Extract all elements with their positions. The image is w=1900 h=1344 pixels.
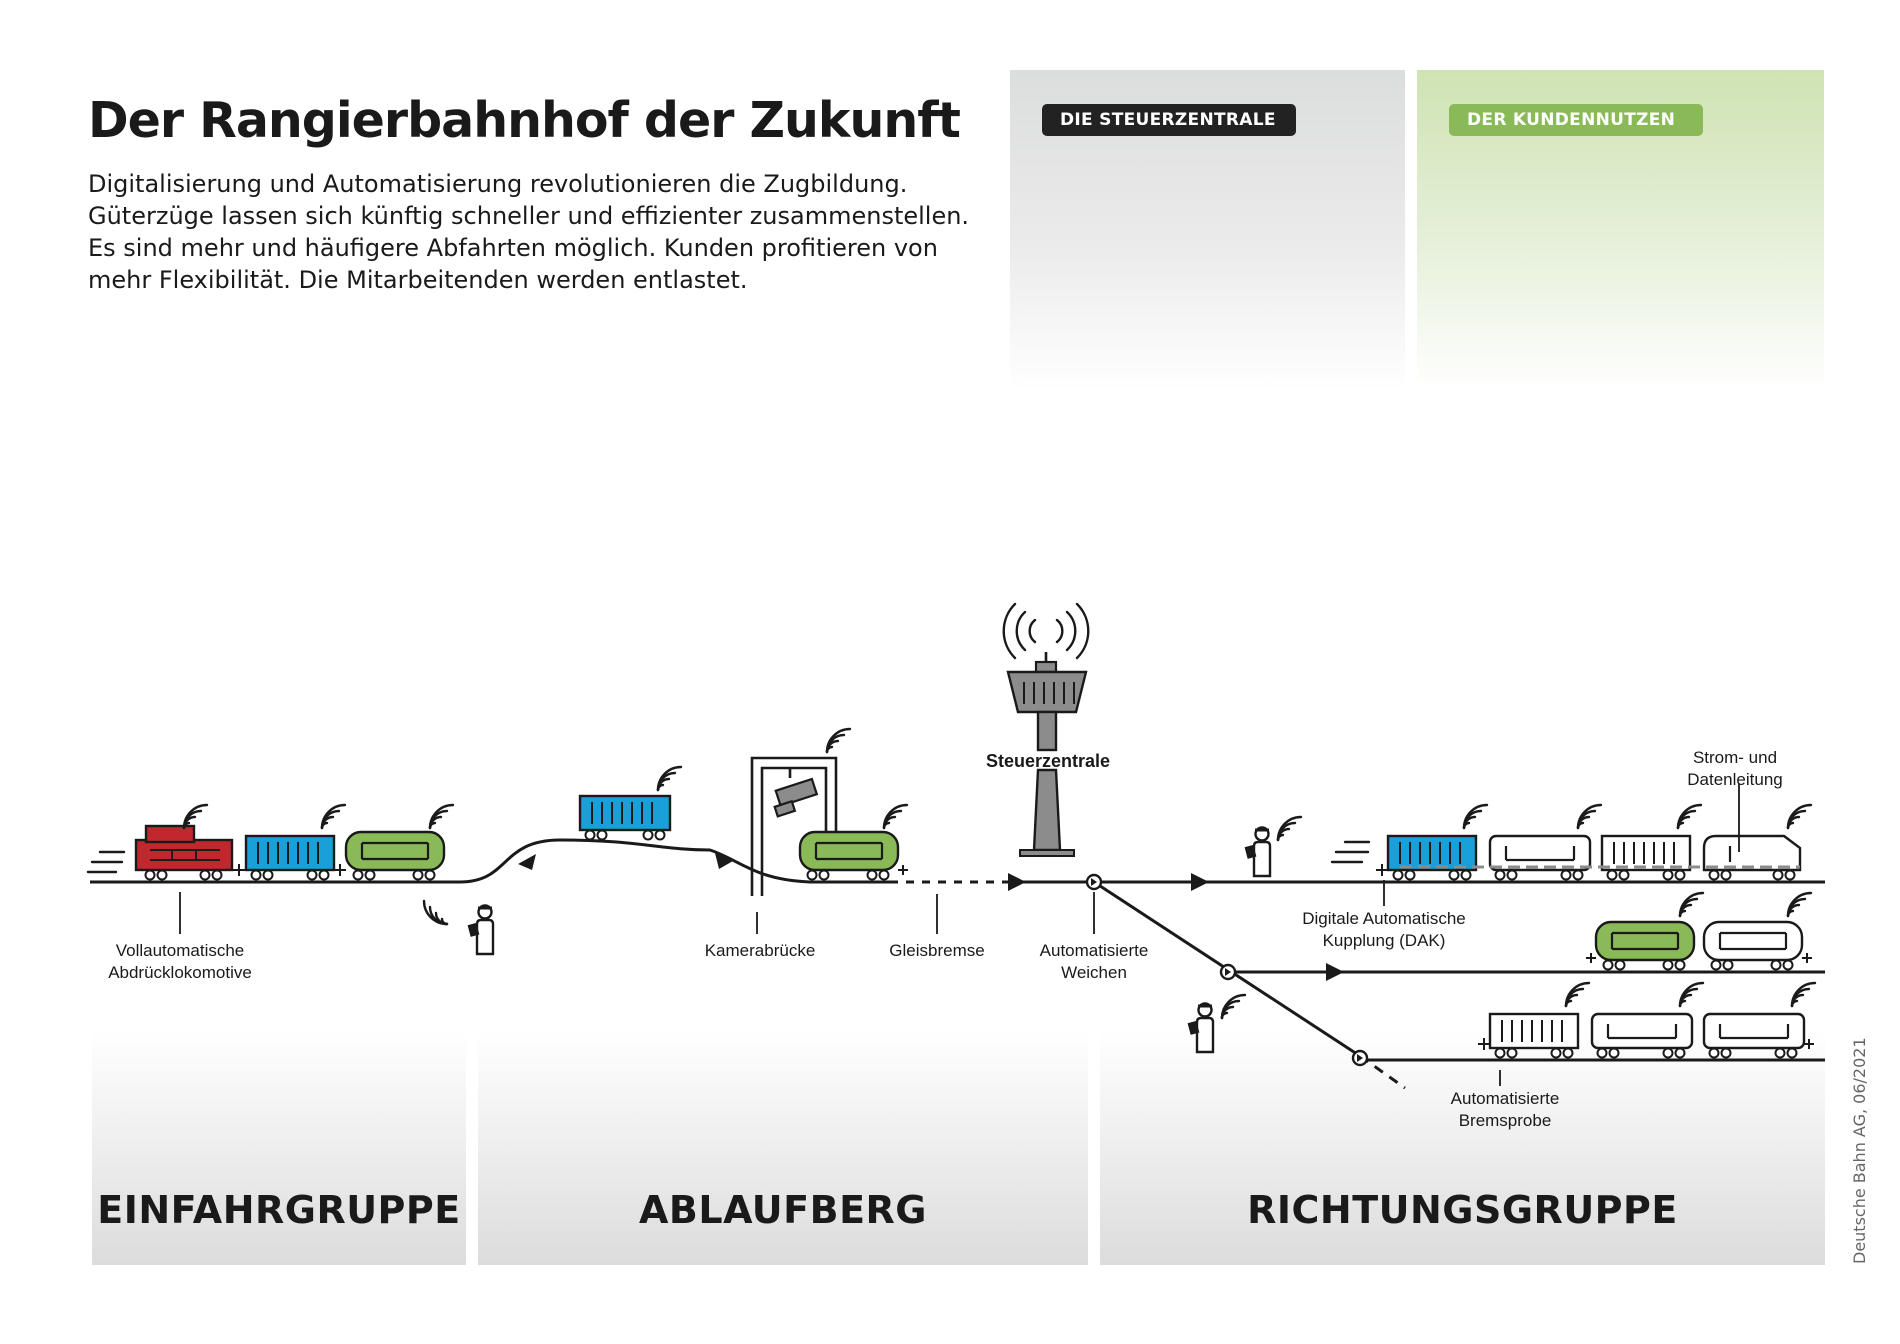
label-gleisbremse: Gleisbremse xyxy=(889,941,984,960)
wireless-signal-icon xyxy=(1678,981,1705,1008)
wireless-signal-icon xyxy=(656,765,683,792)
intro-line: Digitalisierung und Automatisierung revo… xyxy=(88,170,908,198)
page-title: Der Rangierbahnhof der Zukunft xyxy=(88,92,961,149)
label-weichen-line1: Automatisierte xyxy=(1040,941,1149,960)
label-kupplung-line1: Digitale Automatische xyxy=(1302,909,1465,928)
container-wagon-white[interactable] xyxy=(1488,1012,1580,1059)
tank-wagon-green[interactable] xyxy=(1594,920,1696,971)
label-kupplung-line2: Kupplung (DAK) xyxy=(1323,931,1446,950)
wireless-signal-icon xyxy=(1276,815,1303,842)
credit-text: Deutsche Bahn AG, 06/2021 xyxy=(1850,1037,1869,1264)
container-wagon-blue[interactable] xyxy=(244,834,336,881)
leader-lines xyxy=(179,784,1740,1086)
wireless-signal-icon xyxy=(1564,981,1591,1008)
steuerzentrale-panel: DIE STEUERZENTRALE xyxy=(1010,70,1405,390)
direction-arrow xyxy=(518,854,536,870)
worker-icon xyxy=(1243,826,1272,878)
zone-label-einfahrgruppe: EINFAHRGRUPPE xyxy=(97,1188,461,1232)
worker-icon xyxy=(1186,1002,1215,1054)
label-bremsprobe-line2: Bremsprobe xyxy=(1459,1111,1552,1130)
zone-richtungsgruppe: RICHTUNGSGRUPPE xyxy=(1100,1030,1825,1265)
broadcast-signal-icon xyxy=(1002,602,1090,660)
direction-arrow xyxy=(1191,873,1209,891)
camera-icon xyxy=(773,777,819,818)
camera-bridge[interactable] xyxy=(750,756,838,896)
switch-point-icon[interactable] xyxy=(1085,873,1103,891)
wireless-signal-icon xyxy=(1786,891,1813,918)
wireless-signal-icon xyxy=(882,803,909,830)
wireless-signal-icon xyxy=(1576,803,1603,830)
tank-wagon-white[interactable] xyxy=(1702,920,1804,971)
zone-einfahrgruppe: EINFAHRGRUPPE xyxy=(92,1030,466,1265)
intro-line: Güterzüge lassen sich künftig schneller … xyxy=(88,202,970,230)
switch-point-icon[interactable] xyxy=(1219,963,1237,981)
label-weichen-line2: Weichen xyxy=(1061,963,1127,982)
wireless-signal-icon xyxy=(1790,981,1817,1008)
kundennutzen-badge[interactable]: DER KUNDENNUTZEN xyxy=(1449,104,1703,136)
kundennutzen-panel: DER KUNDENNUTZEN xyxy=(1417,70,1824,390)
wireless-signal-icon xyxy=(320,803,347,830)
control-tower[interactable] xyxy=(1006,652,1088,857)
wireless-signal-icon xyxy=(182,803,209,830)
switch-point-icon[interactable] xyxy=(1351,1049,1369,1067)
flat-wagon-white[interactable] xyxy=(1590,1012,1694,1059)
tank-wagon-green[interactable] xyxy=(798,830,900,881)
label-lokomotive-line2: Abdrücklokomotive xyxy=(108,963,252,982)
intro-line: Es sind mehr und häufigere Abfahrten mög… xyxy=(88,234,938,262)
container-wagon-white[interactable] xyxy=(1600,834,1692,881)
worker-icon xyxy=(466,904,495,956)
direction-arrow xyxy=(715,853,733,869)
wireless-signal-icon xyxy=(1676,803,1703,830)
locomotive-red[interactable] xyxy=(134,824,234,881)
wireless-signal-icon xyxy=(1462,803,1489,830)
direction-arrow xyxy=(1326,963,1344,981)
tank-wagon-green[interactable] xyxy=(344,830,446,881)
wireless-signal-icon xyxy=(422,899,449,926)
label-stromleitung-line2: Datenleitung xyxy=(1687,770,1782,789)
direction-arrow xyxy=(1008,873,1026,891)
wireless-signal-icon xyxy=(1678,891,1705,918)
steuerzentrale-badge[interactable]: DIE STEUERZENTRALE xyxy=(1042,104,1296,136)
intro-line: mehr Flexibilität. Die Mitarbeitenden we… xyxy=(88,266,748,294)
motion-lines-icon xyxy=(86,840,1371,874)
wireless-signal-icon xyxy=(1786,803,1813,830)
label-kamerabruecke: Kamerabrücke xyxy=(705,941,816,960)
zone-label-richtungsgruppe: RICHTUNGSGRUPPE xyxy=(1247,1188,1678,1232)
label-stromleitung-line1: Strom- und xyxy=(1693,748,1777,767)
container-wagon-blue[interactable] xyxy=(578,794,672,841)
zone-ablaufberg: ABLAUFBERG xyxy=(478,1030,1088,1265)
label-bremsprobe-line1: Automatisierte xyxy=(1451,1089,1560,1108)
zone-label-ablaufberg: ABLAUFBERG xyxy=(638,1188,927,1232)
wireless-signal-icon xyxy=(428,803,455,830)
label-lokomotive-line1: Vollautomatische xyxy=(116,941,245,960)
flat-wagon-white[interactable] xyxy=(1702,1012,1806,1059)
wireless-signal-icon xyxy=(825,727,852,754)
intro-text: Digitalisierung und Automatisierung revo… xyxy=(88,168,970,296)
tank-wagon-white[interactable] xyxy=(1702,834,1802,881)
wireless-signal-icon xyxy=(1220,993,1247,1020)
container-wagon-blue[interactable] xyxy=(1386,834,1478,881)
flat-wagon-white[interactable] xyxy=(1488,834,1592,881)
label-steuerzentrale: Steuerzentrale xyxy=(986,751,1110,771)
